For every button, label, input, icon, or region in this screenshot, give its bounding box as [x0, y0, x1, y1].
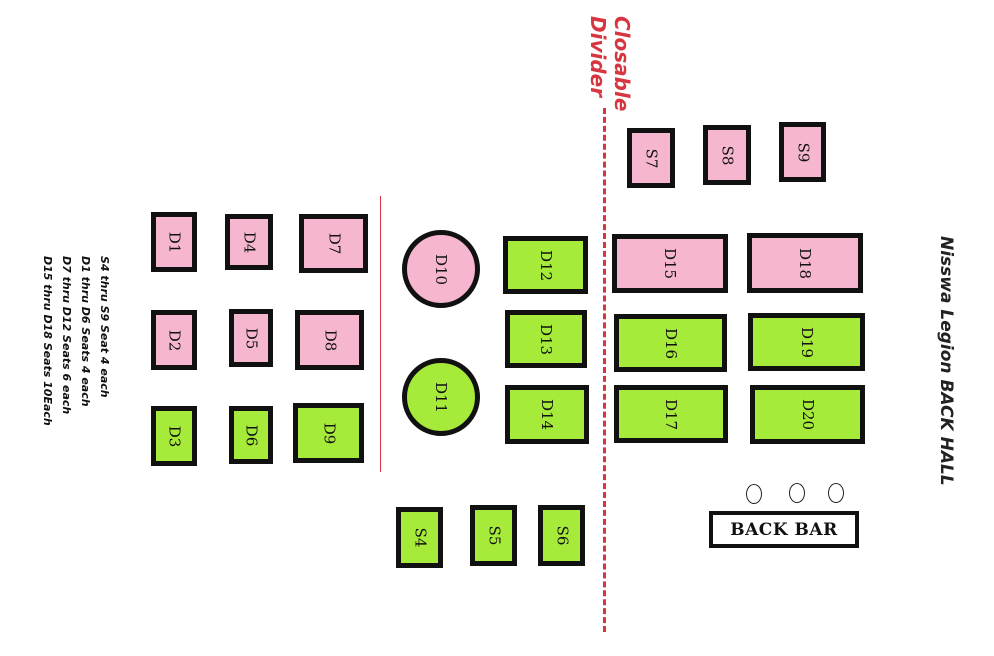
- table-d12[interactable]: D12: [503, 236, 588, 294]
- table-label: D8: [320, 329, 339, 351]
- table-label: D10: [432, 253, 451, 285]
- table-s7[interactable]: S7: [627, 128, 675, 188]
- table-label: D13: [537, 323, 556, 355]
- note-line: D7 thru D12 Seats 6 each: [60, 256, 73, 415]
- note-line: S4 thru S9 Seat 4 each: [98, 256, 111, 398]
- table-d4[interactable]: D4: [225, 214, 273, 270]
- table-label: D18: [796, 247, 815, 279]
- table-label: D3: [165, 425, 184, 447]
- table-d13[interactable]: D13: [505, 310, 587, 368]
- table-label: S4: [410, 527, 429, 548]
- table-d11[interactable]: D11: [402, 358, 480, 436]
- table-s6[interactable]: S6: [538, 505, 585, 566]
- table-label: D5: [242, 327, 261, 349]
- table-label: S5: [484, 525, 503, 546]
- hall-title: Nisswa Legion BACK HALL: [936, 236, 956, 486]
- table-label: D17: [662, 398, 681, 430]
- table-label: D14: [538, 398, 557, 431]
- table-label: D16: [662, 327, 680, 359]
- table-d19[interactable]: D19: [748, 313, 865, 371]
- table-d18[interactable]: D18: [747, 233, 863, 293]
- table-d3[interactable]: D3: [151, 406, 197, 466]
- closable-divider-line: [603, 108, 606, 632]
- table-label: D20: [799, 398, 817, 431]
- table-s9[interactable]: S9: [779, 122, 826, 182]
- table-label: D11: [432, 381, 451, 413]
- back-bar-label: BACK BAR: [730, 519, 838, 540]
- table-label: S7: [642, 148, 661, 168]
- table-d5[interactable]: D5: [229, 309, 273, 367]
- bar-stool-icon: [789, 483, 805, 503]
- divider-label: Closable Divider: [586, 16, 634, 111]
- table-d8[interactable]: D8: [295, 310, 364, 370]
- table-label: S9: [793, 142, 812, 162]
- table-d14[interactable]: D14: [505, 385, 589, 444]
- table-label: D15: [661, 247, 680, 280]
- table-d15[interactable]: D15: [612, 234, 728, 293]
- table-d20[interactable]: D20: [750, 385, 865, 444]
- room-partition-line: [380, 196, 381, 472]
- table-label: D12: [537, 249, 555, 281]
- table-d9[interactable]: D9: [293, 403, 364, 463]
- table-label: S6: [552, 525, 571, 546]
- bar-stool-icon: [828, 483, 844, 503]
- table-label: D4: [240, 231, 259, 253]
- bar-stool-icon: [746, 484, 762, 504]
- table-label: D19: [798, 326, 816, 358]
- table-d10[interactable]: D10: [402, 230, 480, 308]
- table-label: D2: [165, 329, 184, 351]
- table-label: D9: [319, 422, 338, 444]
- table-s5[interactable]: S5: [470, 505, 517, 566]
- table-d17[interactable]: D17: [614, 385, 728, 443]
- divider-label-line-1: Closable: [610, 16, 634, 112]
- table-d2[interactable]: D2: [151, 310, 197, 370]
- divider-label-line-2: Divider: [586, 16, 610, 98]
- note-line: D15 thru D18 Seats 10Each: [41, 256, 54, 426]
- table-d7[interactable]: D7: [299, 214, 368, 273]
- note-line: D1 thru D6 Seats 4 each: [79, 256, 92, 407]
- table-d1[interactable]: D1: [151, 212, 197, 272]
- table-label: D7: [324, 232, 343, 255]
- table-label: D6: [242, 424, 261, 446]
- seating-notes: S4 thru S9 Seat 4 each D1 thru D6 Seats …: [38, 256, 114, 426]
- table-label: D1: [165, 231, 184, 253]
- table-s4[interactable]: S4: [396, 507, 443, 568]
- table-s8[interactable]: S8: [703, 125, 751, 185]
- back-bar[interactable]: BACK BAR: [709, 511, 859, 548]
- table-label: S8: [718, 145, 737, 165]
- table-d16[interactable]: D16: [614, 314, 727, 372]
- table-d6[interactable]: D6: [229, 406, 273, 464]
